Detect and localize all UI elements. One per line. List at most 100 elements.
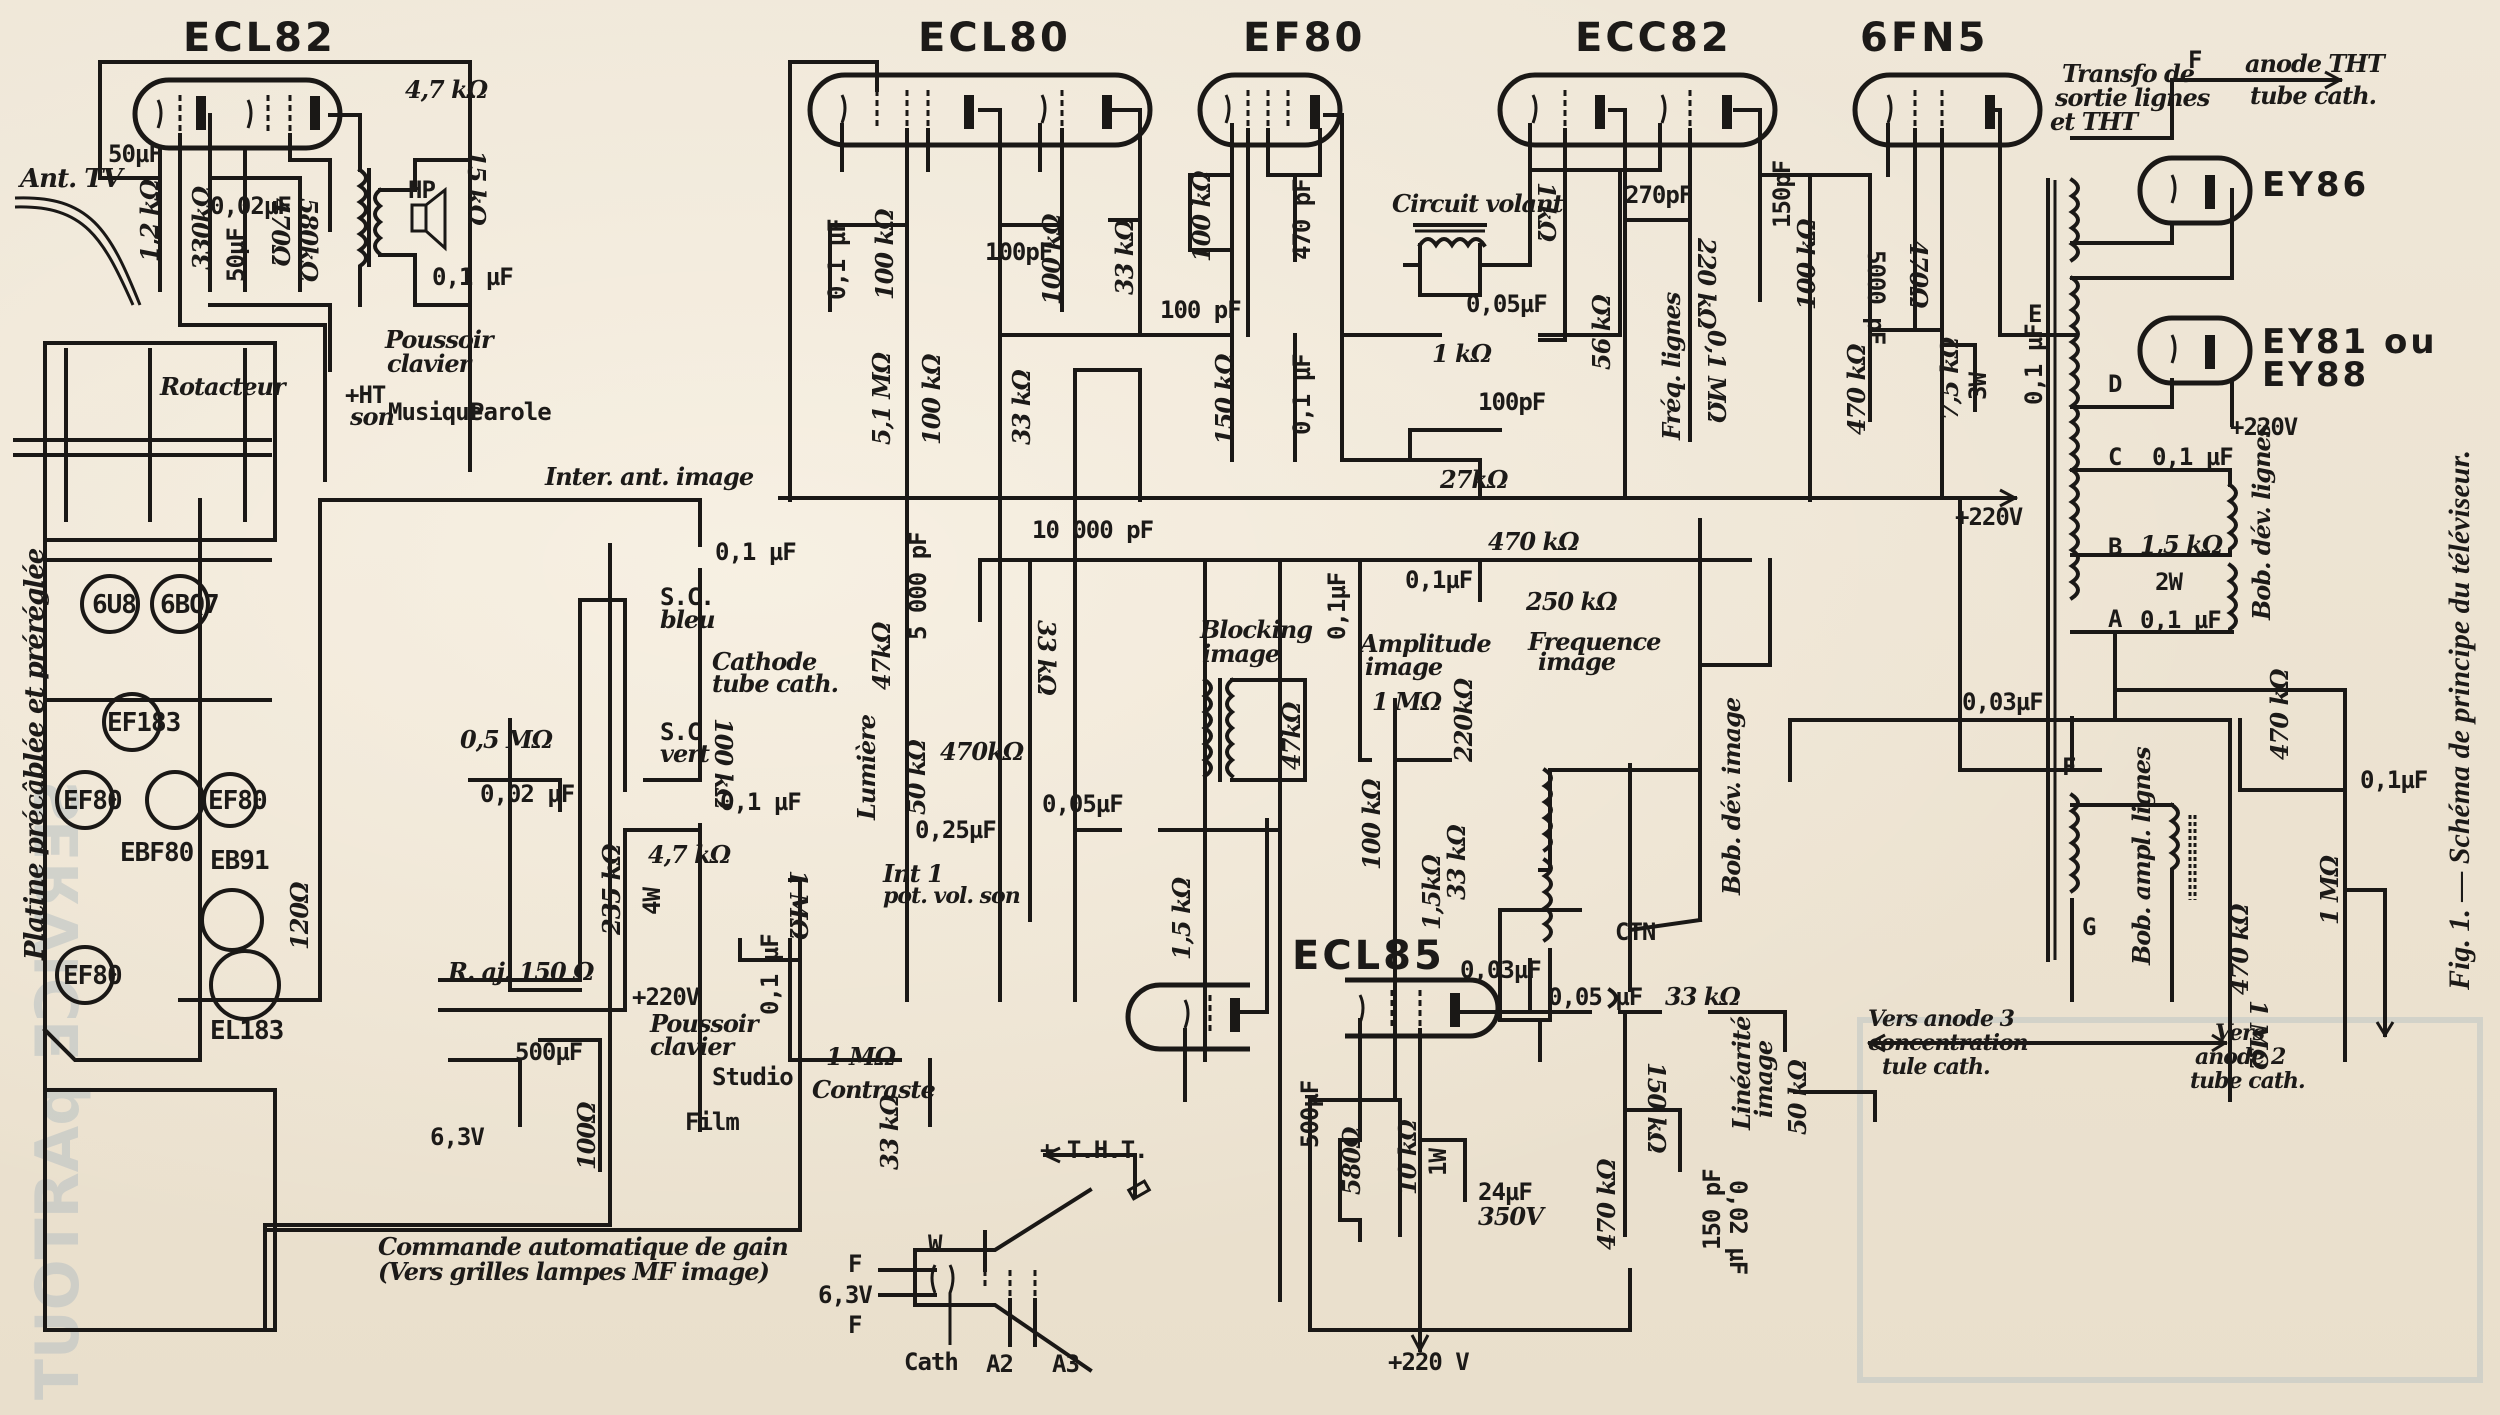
label-freq-lignes: Fréq. lignes (1657, 292, 1686, 440)
label-antenna: Ant. TV (20, 164, 123, 194)
switch-musique[interactable]: Musique (388, 398, 483, 426)
label-out-r-1-5k-2: 2W (2155, 568, 2183, 596)
label-blocking-2: image (1202, 639, 1280, 668)
label-bob-dev-lignes: Bob. dév. lignes (2247, 424, 2276, 620)
label-blocking-1: Blocking (1200, 615, 1313, 644)
label-video-c-0-02uf: 0,02 µF (480, 780, 575, 808)
tube-ecl82-symbol (132, 77, 343, 151)
label-line-c-100pf: 100pF (1478, 388, 1546, 416)
label-video-c-0-1uf-c: 0,1 µF (756, 934, 784, 1015)
label-frame-c-10000pf: 10 000 pF (1032, 516, 1154, 544)
label-sc-vert-1: S.C (660, 718, 701, 746)
label-out-c-0-1uf-c: 0,1 µF (2152, 443, 2234, 471)
label-frame-r-220k: 220kΩ (1449, 678, 1478, 762)
label-sync-r-5-1m: 5,1 MΩ (867, 352, 896, 445)
label-line-r-100k: 100 kΩ (1792, 219, 1821, 310)
label-frame-c-24uf-1: 24µF (1478, 1178, 1533, 1206)
label-frame-r-1-5k-b: 1,5kΩ (1417, 855, 1446, 930)
switch-parole[interactable]: Parole (470, 398, 552, 426)
label-vers-a3-3: tule cath. (1882, 1054, 1991, 1080)
label-ctn: CTN (1615, 918, 1656, 946)
label-frame-pot-50k: 50 kΩ (902, 740, 931, 815)
label-sync-r-33k-b: 33 kΩ (1007, 370, 1036, 445)
label-anode-tht-2: tube cath. (2250, 81, 2377, 110)
label-frame-r-580: 580Ω (1337, 1127, 1366, 1195)
label-sync-r-150k: 150 kΩ (1210, 354, 1239, 445)
label-poussoir-1: Poussoir (385, 325, 494, 354)
label-line-c-270pf: 270pF (1625, 181, 1693, 209)
platine-tube-6u8: 6U8 (92, 590, 137, 620)
label-out-220v: +220V (2230, 413, 2298, 441)
label-r-235k-1: 235 kΩ (597, 844, 626, 935)
label-frame-r-33k-c: 33 kΩ (1665, 982, 1741, 1011)
tube-ecc82-symbol (1497, 72, 1778, 148)
tube-label-ef80: EF80 (1243, 15, 1366, 61)
label-line-r-470k: 470 kΩ (1842, 344, 1871, 435)
label-rotacteur: Rotacteur (160, 372, 286, 401)
label-frame-c-5000pf: 5 000 pF (904, 532, 932, 640)
label-line-c-150pf: 150pF (1768, 160, 1796, 228)
label-sync-c-100pf-b: 100 pF (1160, 296, 1242, 324)
label-r-1-2k: 1,2 kΩ (135, 179, 164, 262)
label-transfo-1: Transfo de (2062, 59, 2195, 88)
label-ht-son-2: son (350, 402, 395, 431)
label-node-a: A (2108, 605, 2122, 633)
platine-tube-eb91: EB91 (210, 846, 270, 876)
switch-film[interactable]: Film (685, 1108, 740, 1136)
tube-ecl85-symbol (1345, 977, 1501, 1039)
label-cag-2: (Vers grilles lampes MF image) (378, 1257, 770, 1286)
label-vers-a2-3: tube cath. (2190, 1068, 2306, 1094)
label-int1-1: Int 1 (883, 859, 944, 888)
show-through-frame (1857, 1017, 2483, 1383)
label-frame-c-0-03uf: 0,03µF (1460, 956, 1542, 984)
label-contraste: Contraste (812, 1075, 936, 1104)
label-line-r-1k-a: 1 kΩ (1432, 339, 1492, 368)
label-sc-vert-2: vert (660, 739, 710, 768)
label-line-c-0-05uf: 0,05µF (1466, 290, 1548, 318)
label-anode-tht-1: anode THT (2245, 49, 2385, 78)
label-out-r-470k-b: 470 kΩ (2265, 669, 2294, 760)
label-video-r-100: 100Ω (572, 1102, 601, 1170)
label-video-r-4-7k: 4,7 kΩ (648, 840, 731, 869)
label-line-r-220k: 220 kΩ (1692, 238, 1721, 329)
label-node-b: B (2108, 533, 2122, 561)
label-sync-c-0-1uf: 0,1 µF (823, 219, 851, 300)
label-out-r-1m: 1 MΩ (2315, 856, 2344, 925)
platine-tube-ef80-c: EF80 (63, 961, 123, 991)
label-linearite-2: image (1749, 1040, 1778, 1118)
label-frame-r-470k: 470kΩ (940, 737, 1024, 766)
label-bob-ampl: Bob. ampl. lignes (2127, 747, 2156, 965)
label-r-470: 470Ω (266, 198, 295, 266)
label-video-c-500uf: 500µF (515, 1038, 583, 1066)
figure-caption: Fig. 1. — Schéma de principe du télévise… (2443, 450, 2476, 990)
label-frame-r-150k: 150 kΩ (1642, 1062, 1671, 1153)
platine-tube-ef80-a: EF80 (63, 786, 123, 816)
label-frame-pot-1m: 1 MΩ (1372, 687, 1442, 716)
switch-studio[interactable]: Studio (712, 1063, 794, 1091)
label-sync-c-0-1uf-ef: 0,1 µF (1288, 354, 1316, 435)
label-out-c-0-03uf: 0,03µF (1962, 688, 2044, 716)
label-node-c: C (2108, 443, 2122, 471)
label-hp: HP (408, 176, 436, 204)
tube-ey81-symbol (2137, 315, 2253, 386)
label-amplitude-2: image (1365, 652, 1443, 681)
tube-ecl80-symbol (807, 72, 1153, 148)
label-frame-r-470k-f: 470 kΩ (1488, 527, 1579, 556)
label-sync-r-100k-b: 100 kΩ (1037, 214, 1066, 305)
label-line-r-1k-b: 1 kΩ (1532, 182, 1561, 242)
label-frame-r-470k-b: 470 kΩ (1592, 1159, 1621, 1250)
tube-label-ey88: EY88 (2262, 355, 2370, 395)
label-frame-r-47k-b: 47kΩ (1277, 702, 1306, 770)
label-pot-250k: 250 kΩ (1526, 587, 1617, 616)
label-ht-son-1: +HT (345, 381, 386, 409)
label-r-4-7k: 4,7 kΩ (405, 75, 488, 104)
label-node-g: G (2082, 913, 2096, 941)
tube-label-ey81: EY81 ou (2262, 322, 2438, 362)
tube-label-6fn5: 6FN5 (1860, 15, 1989, 61)
label-inter-ant: Inter. ant. image (545, 462, 754, 491)
label-vers-a3-1: Vers anode 3 (1868, 1006, 2015, 1032)
label-frame-c-0-05uf: 0,05µF (1042, 790, 1124, 818)
label-crt-f1: F (848, 1250, 862, 1278)
label-poussoir-2: clavier (387, 349, 471, 378)
